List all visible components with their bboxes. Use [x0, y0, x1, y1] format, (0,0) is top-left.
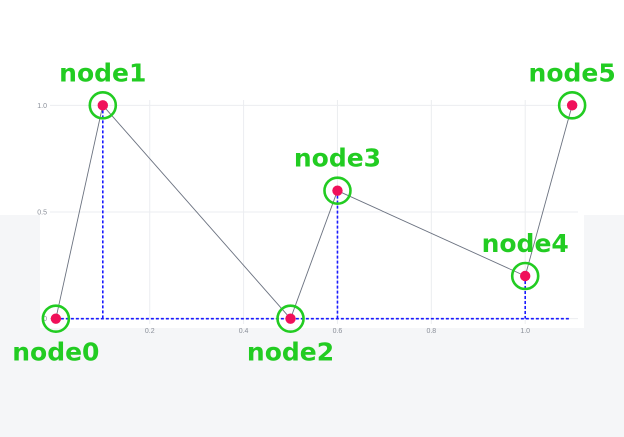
- x-tick-label: 0.8: [426, 328, 436, 335]
- edge-line: [102, 105, 291, 319]
- node-ring: [557, 91, 587, 120]
- node-label: node4: [482, 229, 569, 258]
- y-tick-label: 0.5: [37, 210, 47, 217]
- node-point: [520, 270, 531, 282]
- x-tick-label: 0.6: [333, 328, 343, 335]
- y-tick-label: 0: [43, 316, 47, 323]
- node-point: [285, 313, 296, 324]
- y-tick-label: 1.0: [37, 103, 47, 110]
- edge-line: [524, 105, 573, 277]
- guide-layer: [55, 105, 570, 320]
- ring-layer: [41, 91, 587, 333]
- node-ring: [276, 304, 305, 333]
- x-tick-label: 0.4: [239, 328, 249, 335]
- node-point: [566, 100, 578, 111]
- edge-line: [55, 105, 104, 319]
- node-point: [50, 313, 62, 324]
- edge-line: [290, 190, 338, 319]
- tick-layer: 0.2 0.4 0.6 0.8 1.0 0 0.5 1.0: [37, 103, 530, 335]
- node-label: node3: [294, 144, 381, 173]
- x-tick-label: 0.2: [145, 328, 155, 335]
- x-tick-label: 1.0: [520, 328, 530, 335]
- grid-layer: [50, 100, 578, 324]
- node-label: node5: [529, 58, 616, 87]
- plot-panel: [40, 100, 584, 328]
- edge-line: [337, 190, 526, 277]
- edge-layer: [55, 105, 573, 319]
- node-point: [97, 100, 109, 111]
- node-point: [332, 185, 343, 196]
- node-ring: [510, 261, 540, 291]
- node-label: node2: [247, 338, 334, 367]
- node-ring: [41, 304, 71, 333]
- node-ring: [323, 176, 352, 205]
- node-ring: [88, 91, 118, 120]
- node-label: node0: [12, 338, 99, 367]
- node-label: node1: [59, 58, 146, 87]
- marker-layer: [50, 100, 578, 324]
- label-layer: node0 node1 node2 node3 node4 node5: [12, 58, 616, 366]
